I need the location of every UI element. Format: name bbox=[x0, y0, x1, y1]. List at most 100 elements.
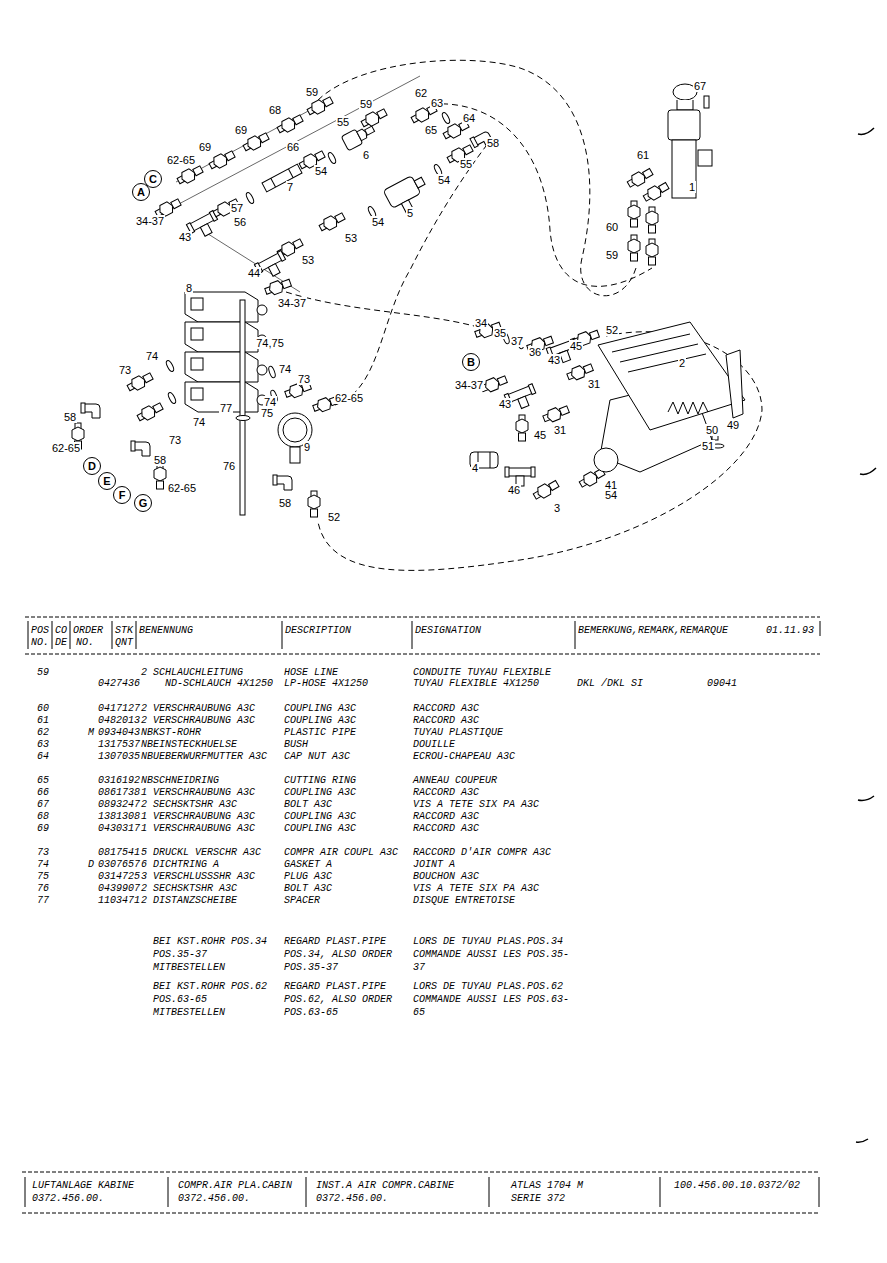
title-block-text: 0372.456.00. bbox=[32, 1193, 104, 1205]
reference-circle: E bbox=[98, 472, 116, 490]
callout-number: 34-37 bbox=[454, 379, 484, 391]
callout-number: 58 bbox=[486, 137, 500, 149]
upper-fittings bbox=[318, 211, 347, 234]
table-cell: ANNEAU COUPEUR bbox=[413, 775, 497, 787]
title-block-text: ATLAS 1704 M bbox=[511, 1180, 583, 1192]
table-cell: 77 bbox=[37, 895, 49, 907]
table-cell: SCHNEIDRING bbox=[153, 775, 219, 787]
table-header: NO. bbox=[31, 637, 49, 649]
page-marks bbox=[856, 1139, 868, 1142]
block-fittings bbox=[273, 475, 292, 490]
callout-number: 76 bbox=[222, 460, 236, 472]
callout-number: 62-65 bbox=[51, 442, 81, 454]
table-cell: 09041 bbox=[707, 678, 737, 690]
page-marks bbox=[860, 468, 876, 474]
block-fittings bbox=[165, 360, 175, 373]
upper-fittings bbox=[271, 178, 276, 187]
valve-block bbox=[236, 416, 250, 421]
valve-block bbox=[191, 298, 203, 310]
table-cell: 74 bbox=[37, 859, 49, 871]
brake-pedal-valve bbox=[594, 322, 745, 472]
upper-fittings bbox=[365, 126, 375, 135]
reference-letter: D bbox=[88, 460, 96, 472]
table-cell: 0314725 bbox=[98, 871, 140, 883]
callout-number: 62 bbox=[414, 87, 428, 99]
hand-valve-fittings bbox=[626, 166, 671, 265]
callout-number: 67 bbox=[693, 80, 707, 92]
callout-number: 43 bbox=[547, 354, 561, 366]
valve-block bbox=[185, 292, 258, 322]
brake-pedal-valve bbox=[668, 402, 708, 414]
upper-fittings bbox=[276, 113, 305, 136]
table-cell: GASKET A bbox=[284, 859, 332, 871]
hand-valve bbox=[698, 150, 712, 166]
callout-number: 59 bbox=[605, 249, 619, 261]
callout-number: 51 bbox=[701, 440, 715, 452]
title-block-text: 0372.456.00. bbox=[316, 1193, 388, 1205]
reference-circle: B bbox=[462, 353, 480, 371]
table-cell: BOUCHON A3C bbox=[413, 871, 479, 883]
table-cell: 1 bbox=[141, 823, 147, 835]
upper-fittings bbox=[245, 192, 255, 205]
table-cell: BOLT A3C bbox=[284, 883, 332, 895]
callout-number: 73 bbox=[118, 364, 132, 376]
table-rules bbox=[22, 1213, 820, 1214]
table-cell: 3 bbox=[141, 871, 147, 883]
valve-block bbox=[191, 358, 203, 370]
table-note: BEI KST.ROHR POS.62 POS.63-65 MITBESTELL… bbox=[153, 980, 273, 1019]
hand-valve-fittings bbox=[646, 207, 658, 233]
table-header: NO. bbox=[76, 637, 94, 649]
table-cell: 0417127 bbox=[98, 703, 140, 715]
callout-number: 74 bbox=[145, 350, 159, 362]
table-cell: 65 bbox=[37, 775, 49, 787]
table-header: POS bbox=[31, 625, 49, 637]
table-cell: M bbox=[88, 727, 94, 739]
upper-fittings bbox=[441, 112, 451, 125]
callout-number: 45 bbox=[533, 429, 547, 441]
block-fittings bbox=[283, 418, 307, 442]
title-block-text: LUFTANLAGE KABINE bbox=[32, 1180, 134, 1192]
block-fittings bbox=[81, 403, 100, 418]
table-cell: DICHTRING A bbox=[153, 859, 219, 871]
table-rules bbox=[52, 621, 53, 649]
page-marks bbox=[858, 796, 874, 801]
table-header: DESCRIPTION bbox=[285, 625, 351, 637]
table-rules bbox=[168, 1177, 169, 1207]
table-cell: 69 bbox=[37, 823, 49, 835]
callout-number: 53 bbox=[301, 254, 315, 266]
block-fittings bbox=[308, 491, 320, 517]
upper-fittings bbox=[288, 169, 293, 178]
table-cell: 0934043 bbox=[98, 727, 140, 739]
reference-circle: F bbox=[113, 486, 131, 504]
callout-number: 9 bbox=[303, 441, 311, 453]
hose-lines bbox=[335, 146, 486, 405]
callout-number: 69 bbox=[198, 141, 212, 153]
callout-number: 43 bbox=[178, 231, 192, 243]
callout-number: 68 bbox=[268, 104, 282, 116]
callout-number: 77 bbox=[219, 402, 233, 414]
reference-circle: D bbox=[83, 457, 101, 475]
hand-valve bbox=[704, 96, 709, 108]
table-rules bbox=[819, 1177, 820, 1207]
table-cell: 0861738 bbox=[98, 787, 140, 799]
callout-number: 55 bbox=[459, 158, 473, 170]
callout-number: 35 bbox=[493, 327, 507, 339]
table-cell: 66 bbox=[37, 787, 49, 799]
table-cell: DKL /DKL SI bbox=[577, 678, 643, 690]
upper-fittings bbox=[414, 177, 425, 188]
table-rules bbox=[489, 1177, 490, 1207]
table-cell: RACCORD A3C bbox=[413, 787, 479, 799]
table-cell: NB bbox=[141, 775, 153, 787]
table-cell: CUTTING RING bbox=[284, 775, 356, 787]
valve-block bbox=[191, 328, 203, 340]
callout-number: 5 bbox=[406, 207, 414, 219]
brake-pedal-valve bbox=[612, 334, 690, 352]
table-cell: DISQUE ENTRETOISE bbox=[413, 895, 515, 907]
table-cell: COUPLING A3C bbox=[284, 703, 356, 715]
callout-number: 31 bbox=[553, 424, 567, 436]
callout-number: 50 bbox=[705, 424, 719, 436]
table-cell: COUPLING A3C bbox=[284, 811, 356, 823]
callout-number: 58 bbox=[63, 411, 77, 423]
callout-number: 75 bbox=[260, 407, 274, 419]
table-cell: VERSCHRAUBUNG A3C bbox=[153, 703, 255, 715]
